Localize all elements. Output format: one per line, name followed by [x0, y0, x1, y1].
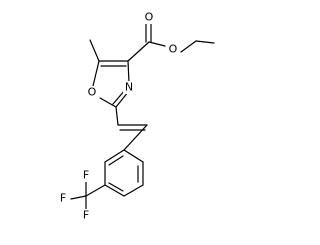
- atom-ring-nitrogen: N: [125, 81, 133, 94]
- atom-layer: O O N O F F F: [57, 11, 179, 222]
- bond-vinyl-phenyl: [123, 124, 148, 151]
- bond-cf3-fleft: [70, 195, 87, 200]
- atom-fluorine-left: F: [60, 192, 66, 205]
- bond-ch2-ch3: [195, 40, 215, 44]
- bond-o1-c5: [92, 60, 100, 87]
- bond-ph-3-4: [123, 184, 144, 197]
- bond-ph-inner-c: [108, 155, 124, 166]
- oxazole-ester-structure: O O N O F F F: [57, 10, 215, 222]
- bond-c4-carbonyl: [127, 41, 150, 62]
- bond-c2-o1: [99, 97, 117, 108]
- bond-ph-1-2: [123, 149, 144, 163]
- bond-layer: [70, 23, 215, 211]
- bond-ph-inner-b: [108, 182, 124, 192]
- bond-carbonyl-oester: [148, 41, 166, 47]
- bond-c2-vinyl: [115, 106, 119, 126]
- bond-methyl: [89, 39, 100, 62]
- atom-fluorine-top: F: [83, 169, 89, 182]
- bond-oester-ch2: [180, 40, 197, 53]
- bond-ph-4-5: [104, 184, 125, 197]
- atom-ring-oxygen: O: [88, 86, 97, 99]
- bond-ph-6-1: [104, 149, 125, 163]
- atom-ester-oxygen: O: [169, 43, 178, 56]
- atom-fluorine-bottom: F: [83, 209, 89, 222]
- bond-ph-cf3: [85, 184, 106, 197]
- bond-c4-n3: [127, 60, 130, 84]
- atom-carbonyl-oxygen: O: [145, 11, 154, 24]
